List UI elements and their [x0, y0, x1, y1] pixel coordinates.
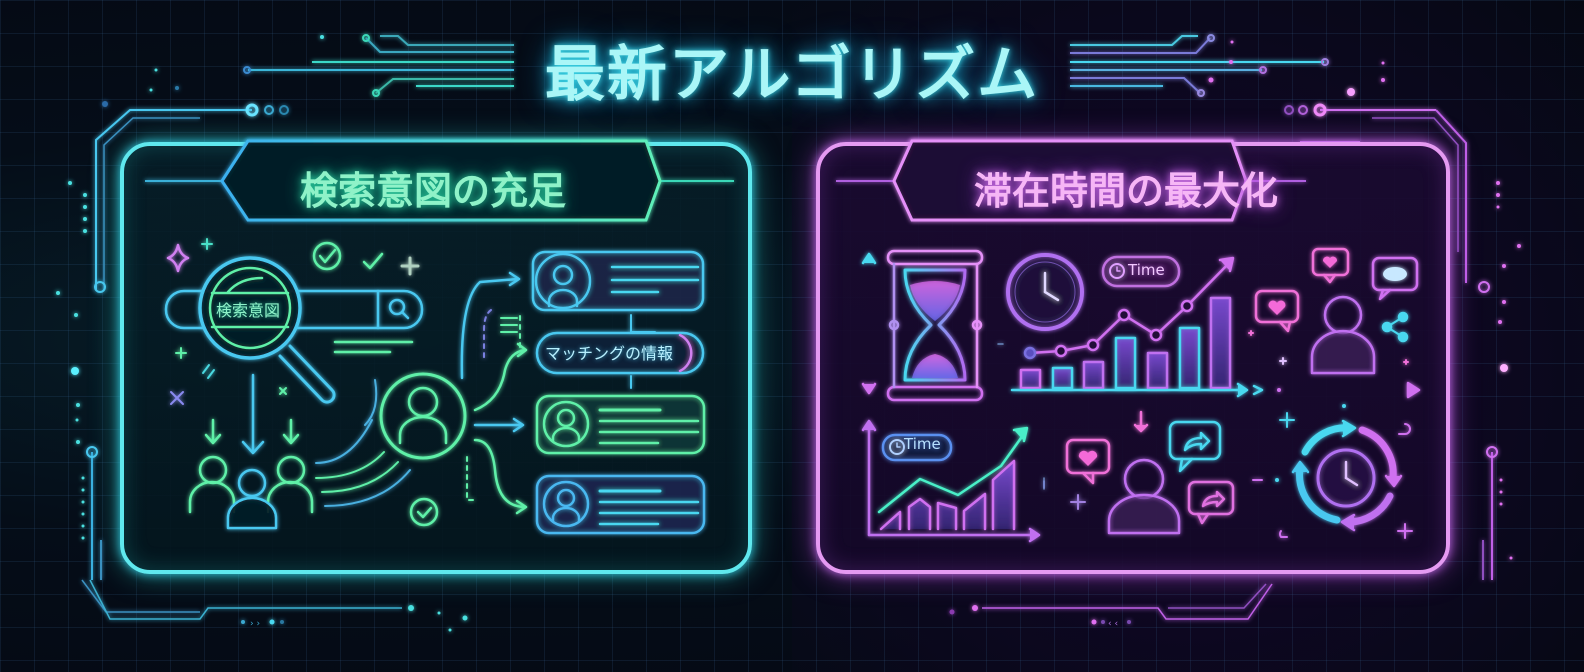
share-bubble-icon [1168, 420, 1222, 473]
matching-pill [535, 331, 705, 375]
hourglass-icon [886, 249, 984, 402]
like-bubble-icon [1065, 438, 1111, 485]
check-bubble-icon [312, 241, 342, 271]
share-bubble-icon [1187, 480, 1235, 525]
check-circle-icon [409, 497, 439, 527]
user-group-icon [188, 455, 314, 530]
up-down-arrow-icon [861, 252, 877, 395]
main-title: 最新アルゴリズム [544, 40, 1040, 110]
time-badge-top-label: Time [1128, 261, 1165, 279]
search-bar-label: 検索意図 [216, 301, 281, 320]
clock-icon [1006, 253, 1084, 331]
comment-bubble-icon [1371, 256, 1419, 301]
magnifier-icon [198, 256, 302, 360]
growth-area-chart-icon [861, 419, 1041, 543]
profile-card-icon [535, 394, 706, 455]
user-circle-icon [379, 372, 467, 460]
profile-card-icon [535, 474, 706, 535]
sparkle-icon [166, 243, 190, 273]
cycle-clock-icon [1291, 419, 1403, 532]
panel-left-heading: 検索意図の充足 [299, 169, 566, 213]
svg-text:‹ ‹: ‹ ‹ [1108, 619, 1118, 629]
svg-text:› ›: › › [250, 619, 260, 629]
matching-info-label: マッチングの情報 [545, 344, 674, 363]
user-icon [1107, 458, 1181, 535]
profile-card-icon [531, 250, 705, 312]
share-icon [1381, 311, 1409, 343]
time-badge-top [1101, 255, 1181, 288]
user-icon [1310, 295, 1376, 375]
time-badge-bottom-label: Time [904, 435, 941, 453]
like-bubble-icon [1311, 247, 1350, 284]
bar-line-chart-icon [1010, 256, 1249, 398]
panel-right-heading: 滞在時間の最大化 [973, 169, 1278, 213]
like-bubble-icon [1254, 289, 1300, 333]
